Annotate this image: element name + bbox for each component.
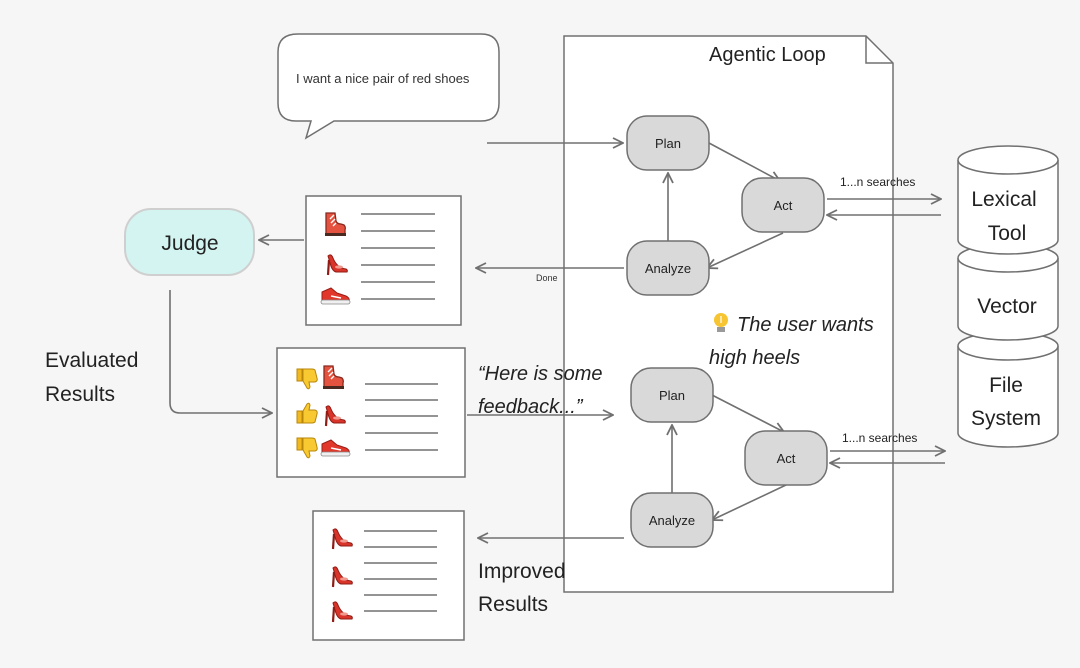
act-to-analyze-arrow bbox=[707, 232, 784, 268]
analyze-node-bottom bbox=[630, 492, 714, 548]
plan-node-top bbox=[626, 115, 710, 171]
file-system-tool bbox=[957, 331, 1059, 448]
lexical-tool-line-1: Lexical bbox=[971, 188, 1036, 211]
file-system-tool-line-1: File bbox=[989, 374, 1023, 397]
file-system-tool-line-2: System bbox=[971, 407, 1041, 430]
act-label-top: Act bbox=[774, 198, 793, 213]
plan-label-bottom: Plan bbox=[659, 388, 685, 403]
searches-label-top: 1...n searches bbox=[840, 175, 915, 189]
insight-line-1: The user wants bbox=[737, 314, 874, 336]
user-query-text: I want a nice pair of red shoes bbox=[296, 71, 470, 86]
judge-to-evaluated-arrow bbox=[169, 290, 272, 413]
improved-results-lines bbox=[364, 530, 437, 612]
user-query-bubble bbox=[277, 33, 500, 140]
evaluated-results-line-2: Results bbox=[45, 383, 115, 406]
plan-to-act-arrow bbox=[708, 142, 780, 181]
analyze-node-top bbox=[626, 240, 710, 296]
act-label-bottom: Act bbox=[777, 451, 796, 466]
feedback-line-1: “Here is some bbox=[478, 363, 602, 385]
vector-tool bbox=[957, 243, 1059, 341]
lexical-tool-line-2: Tool bbox=[988, 222, 1027, 245]
evaluated-results-lines bbox=[365, 383, 438, 451]
analyze-label-bottom: Analyze bbox=[649, 513, 695, 528]
insight-line-2: high heels bbox=[709, 347, 800, 369]
act-node-top bbox=[741, 177, 825, 233]
judge-label: Judge bbox=[161, 232, 218, 255]
analyze-label-top: Analyze bbox=[645, 261, 691, 276]
feedback-line-2: feedback...” bbox=[478, 396, 584, 418]
lightbulb-icon bbox=[714, 313, 728, 332]
initial-results-lines bbox=[361, 213, 435, 300]
improved-results-line-2: Results bbox=[478, 593, 548, 616]
judge-node bbox=[124, 208, 255, 276]
act-to-analyze-arrow-bottom bbox=[712, 484, 787, 520]
plan-node-bottom bbox=[630, 367, 714, 423]
vector-tool-label: Vector bbox=[977, 295, 1037, 318]
done-label: Done bbox=[536, 273, 558, 283]
act-node-bottom bbox=[744, 430, 828, 486]
improved-results-line-1: Improved bbox=[478, 560, 566, 583]
agentic-loop-title: Agentic Loop bbox=[709, 44, 826, 66]
lexical-tool bbox=[957, 145, 1059, 255]
evaluated-results-line-1: Evaluated bbox=[45, 349, 138, 372]
plan-to-act-arrow-bottom bbox=[711, 394, 784, 432]
searches-label-bottom: 1...n searches bbox=[842, 431, 917, 445]
plan-label-top: Plan bbox=[655, 136, 681, 151]
